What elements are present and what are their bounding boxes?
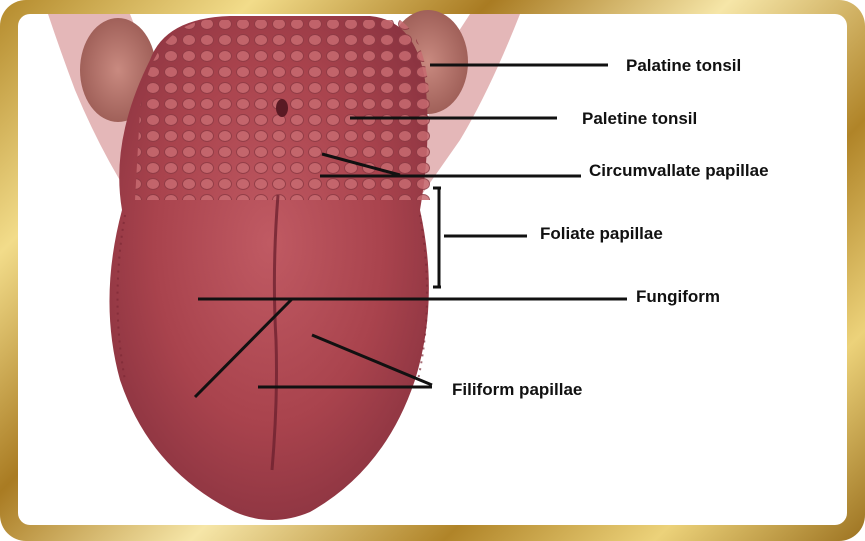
label-circumvallate-papillae: Circumvallate papillae bbox=[589, 161, 769, 181]
label-palatine-tonsil: Palatine tonsil bbox=[626, 56, 741, 76]
label-filiform-papillae: Filiform papillae bbox=[452, 380, 582, 400]
label-foliate-papillae: Foliate papillae bbox=[540, 224, 663, 244]
label-paletine-tonsil: Paletine tonsil bbox=[582, 109, 697, 129]
label-fungiform: Fungiform bbox=[636, 287, 720, 307]
foramen-cecum bbox=[276, 99, 288, 117]
